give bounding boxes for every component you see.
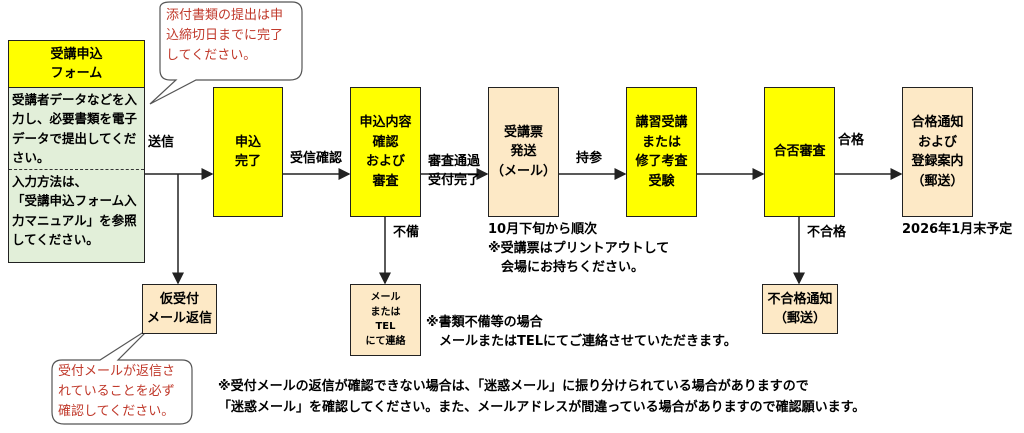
footer-note: ※受付メールの返信が確認できない場合は、「迷惑メール」に振り分けられている場合が… bbox=[218, 379, 866, 416]
callout-top-bubble bbox=[149, 1, 303, 105]
step-review: 申込内容 確認 および 審査 bbox=[350, 87, 421, 217]
label-incomplete: 不備 bbox=[393, 225, 420, 240]
form-desc-2: 入力方法は、 「受講申込フォーム入力マニュアル」を参照してください。 bbox=[12, 174, 137, 248]
form-desc-box: 受講者データなどを入力し、必要書類を電子データで提出してください。 入力方法は、… bbox=[8, 88, 145, 263]
callout-bottom-text: 受付メールが返信さ れていることを必ず 確認してください。 bbox=[58, 364, 176, 420]
box-fail-notice: 不合格通知 （郵送） bbox=[762, 284, 838, 334]
box-provisional: 仮受付 メール返信 bbox=[142, 284, 217, 334]
form-desc-1: 受講者データなどを入力し、必要書類を電子データで提出してください。 bbox=[9, 88, 144, 170]
box-incomplete: メール または TEL にて連絡 bbox=[350, 284, 421, 356]
label-receive-confirm: 受信確認 bbox=[290, 151, 343, 166]
label-doc-note: ※書類不備等の場合 メールまたはTELにてご連絡させていただきます。 bbox=[426, 315, 737, 349]
label-fail: 不合格 bbox=[807, 225, 847, 240]
callout-bottom-bubble bbox=[51, 327, 193, 425]
label-pass: 合格 bbox=[838, 133, 865, 148]
step-result: 合格通知 および 登録案内 （郵送） bbox=[902, 87, 973, 217]
label-review-pass: 審査通過 受付完了 bbox=[428, 154, 481, 188]
label-bring: 持参 bbox=[576, 151, 603, 166]
label-send: 送信 bbox=[148, 135, 175, 150]
label-ticket-time: 10月下旬から順次 bbox=[488, 222, 598, 237]
form-title-box: 受講申込 フォーム bbox=[8, 40, 145, 88]
label-ticket-note: ※受講票はプリントアウトして 会場にお持ちください。 bbox=[488, 241, 670, 275]
step-apply-done: 申込 完了 bbox=[213, 87, 283, 217]
label-result-time: 2026年1月末予定 bbox=[902, 222, 1013, 237]
callout-top-text: 添付書類の提出は申 込締切日までに完了 してください。 bbox=[166, 8, 284, 64]
step-pass-review: 合否審査 bbox=[764, 87, 835, 217]
step-exam: 講習受講 または 修了考査 受験 bbox=[626, 87, 697, 217]
step-ticket: 受講票 発送 （メール） bbox=[488, 87, 559, 217]
